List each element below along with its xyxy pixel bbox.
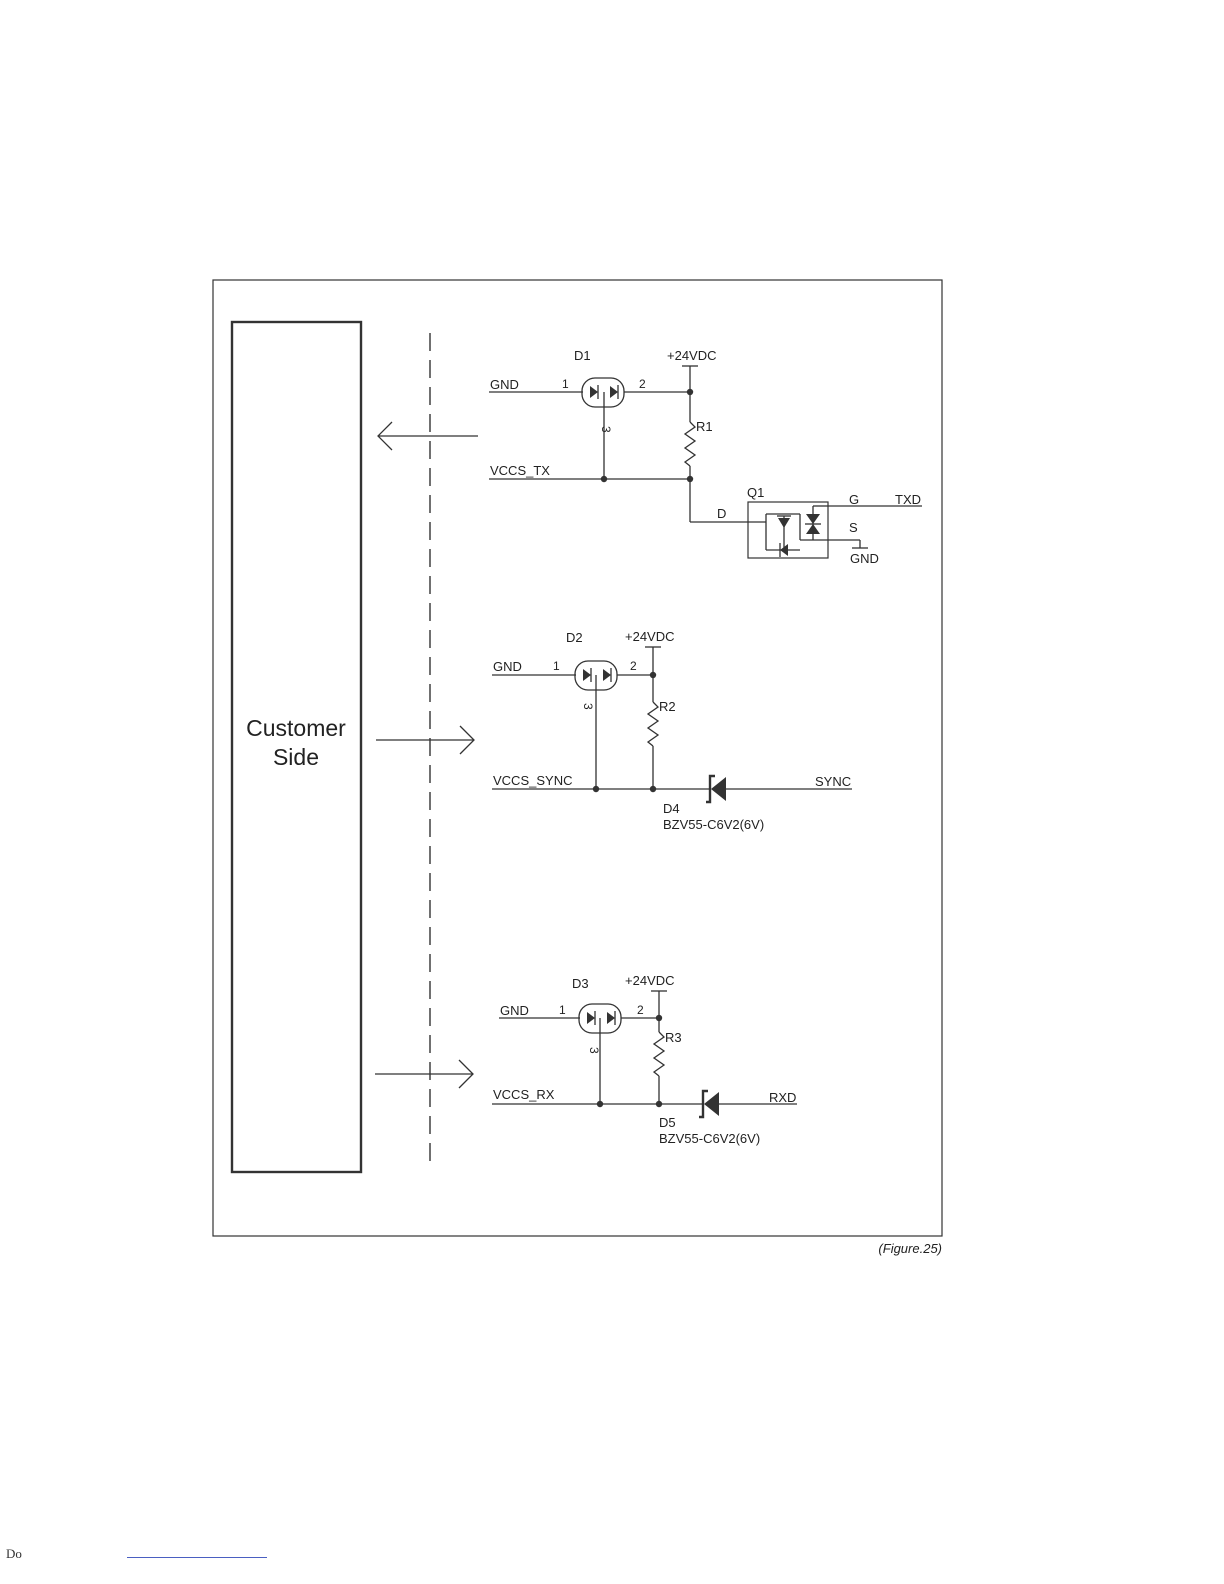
sync-resistor-label: R2	[659, 699, 676, 714]
customer-side-label-line2: Side	[273, 744, 319, 770]
arrow-right-rx	[375, 1060, 473, 1088]
zener-d5	[699, 1091, 719, 1117]
sync-zener-label: D4	[663, 801, 680, 816]
diode-d1	[582, 378, 624, 407]
circuit-tx: GND 1 D1 2 3 +24VDC R1 VCCS_TX	[489, 348, 922, 566]
circuit-rx: GND 1 D3 2 3 +24VDC R3 VCCS_RX R	[492, 973, 797, 1146]
tx-out-label: TXD	[895, 492, 921, 507]
tx-source-label: S	[849, 520, 858, 535]
tx-pin2: 2	[639, 377, 646, 391]
customer-side-label-line1: Customer	[246, 715, 346, 741]
rx-signal-label: VCCS_RX	[493, 1087, 555, 1102]
tx-supply-label: +24VDC	[667, 348, 717, 363]
tx-gate-label: G	[849, 492, 859, 507]
tx-diode-label: D1	[574, 348, 591, 363]
footer-link-underline[interactable]	[127, 1557, 267, 1558]
sync-zener-part: BZV55-C6V2(6V)	[663, 817, 764, 832]
tx-gnd-label: GND	[490, 377, 519, 392]
transistor-q1	[748, 502, 828, 558]
rx-supply-label: +24VDC	[625, 973, 675, 988]
rx-pin3: 3	[587, 1047, 601, 1054]
diode-d3	[579, 1004, 621, 1033]
rx-gnd-label: GND	[500, 1003, 529, 1018]
arrow-right-sync	[376, 726, 474, 754]
tx-gnd2-label: GND	[850, 551, 879, 566]
rx-zener-part: BZV55-C6V2(6V)	[659, 1131, 760, 1146]
sync-signal-label: VCCS_SYNC	[493, 773, 572, 788]
rx-pin1: 1	[559, 1003, 566, 1017]
tx-transistor-label: Q1	[747, 485, 764, 500]
sync-diode-label: D2	[566, 630, 583, 645]
tx-signal-label: VCCS_TX	[490, 463, 550, 478]
tx-pin1: 1	[562, 377, 569, 391]
tx-resistor-label: R1	[696, 419, 713, 434]
sync-pin3: 3	[581, 703, 595, 710]
arrow-left-tx	[378, 422, 478, 450]
sync-supply-label: +24VDC	[625, 629, 675, 644]
tx-pin3: 3	[599, 426, 613, 433]
footer-text: Do	[6, 1546, 22, 1562]
resistor-r2	[648, 702, 658, 746]
figure-frame	[213, 280, 942, 1236]
resistor-r1	[685, 422, 695, 466]
resistor-r3	[654, 1032, 664, 1076]
tx-drain-label: D	[717, 506, 726, 521]
rx-pin2: 2	[637, 1003, 644, 1017]
sync-pin1: 1	[553, 659, 560, 673]
circuit-sync: GND 1 D2 2 3 +24VDC R2 VCCS_SYNC	[492, 629, 852, 832]
diode-d2	[575, 661, 617, 690]
rx-diode-label: D3	[572, 976, 589, 991]
rx-resistor-label: R3	[665, 1030, 682, 1045]
rx-out-label: RXD	[769, 1090, 796, 1105]
zener-d4	[706, 776, 726, 802]
sync-pin2: 2	[630, 659, 637, 673]
figure-caption: (Figure.25)	[878, 1241, 942, 1256]
rx-zener-label: D5	[659, 1115, 676, 1130]
sync-out-label: SYNC	[815, 774, 851, 789]
sync-gnd-label: GND	[493, 659, 522, 674]
